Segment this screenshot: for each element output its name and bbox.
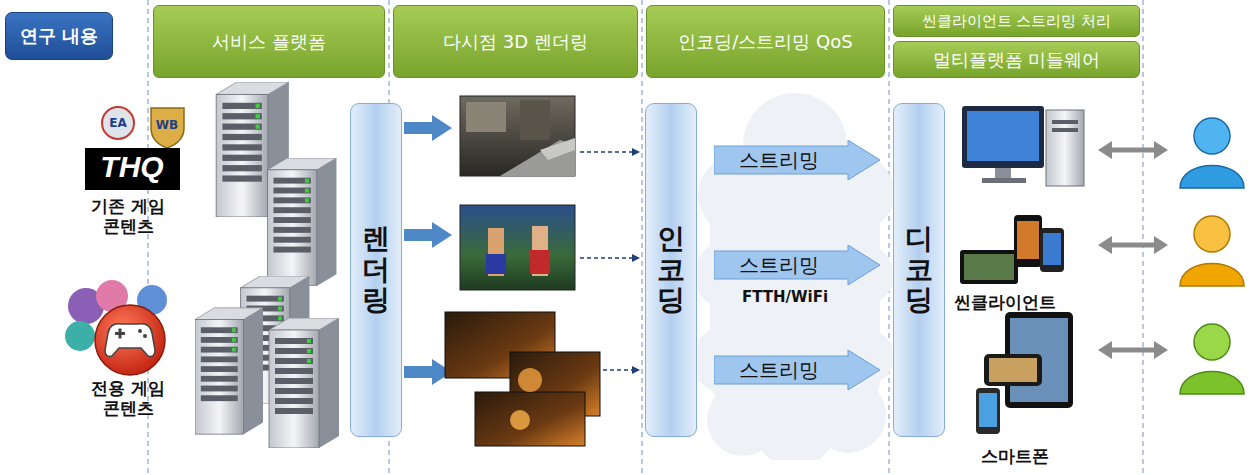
stream-arrow: 스트리밍	[714, 350, 880, 390]
column-separators	[148, 0, 1143, 475]
server-towers	[195, 82, 339, 448]
node-text: 렌더링	[362, 224, 390, 316]
logo-text: WB	[151, 118, 183, 132]
client-devices	[960, 106, 1084, 434]
publisher-logos	[85, 107, 184, 190]
header-box: 다시점 3D 렌더링	[393, 5, 638, 78]
process-bar: 디코딩	[893, 103, 945, 437]
user-icons	[1180, 118, 1244, 394]
node-text: 씬클라이언트 스트리밍 처리	[922, 12, 1112, 31]
header-box: 씬클라이언트 스트리밍 처리	[893, 5, 1140, 37]
stream-arrow: 스트리밍	[714, 245, 880, 285]
game-screenshots	[445, 96, 600, 446]
node-text: 인코딩/스트리밍 QoS	[678, 30, 852, 54]
node-text: 다시점 3D 렌더링	[443, 30, 588, 54]
logo-text: THQ	[86, 150, 178, 184]
logo-text: EA	[103, 116, 133, 130]
process-bar: 렌더링	[350, 103, 402, 437]
network-cloud: FTTH/WiFi스트리밍스트리밍스트리밍	[698, 85, 892, 460]
node-text: 연구 내용	[20, 24, 98, 48]
node-text: 스트리밍	[739, 252, 819, 279]
content-caption: 전용 게임 콘텐츠	[82, 378, 174, 419]
process-bar: 인코딩	[645, 103, 697, 437]
header-box: 인코딩/스트리밍 QoS	[646, 5, 885, 78]
node-text: 디코딩	[905, 224, 933, 316]
game-controller-icon	[65, 280, 167, 375]
dashed-arrows	[580, 148, 640, 374]
node-text: FTTH/WiFi	[725, 288, 845, 306]
node-text: 서비스 플랫폼	[212, 30, 326, 54]
node-text: 스트리밍	[739, 147, 819, 174]
node-text: 인코딩	[657, 224, 685, 316]
header-box: 서비스 플랫폼	[153, 5, 385, 78]
node-text: 스트리밍	[739, 357, 819, 384]
stream-arrow: 스트리밍	[714, 140, 880, 180]
device-caption: 씬클라이언트	[940, 292, 1070, 312]
node-text: 멀티플랫폼 미들웨어	[933, 48, 1101, 72]
device-caption: 스마트폰	[960, 446, 1070, 466]
content-caption: 기존 게임 콘텐츠	[82, 196, 174, 237]
header-box: 연구 내용	[5, 12, 113, 60]
header-box: 멀티플랫폼 미들웨어	[893, 41, 1140, 78]
double-arrows	[1098, 141, 1168, 359]
